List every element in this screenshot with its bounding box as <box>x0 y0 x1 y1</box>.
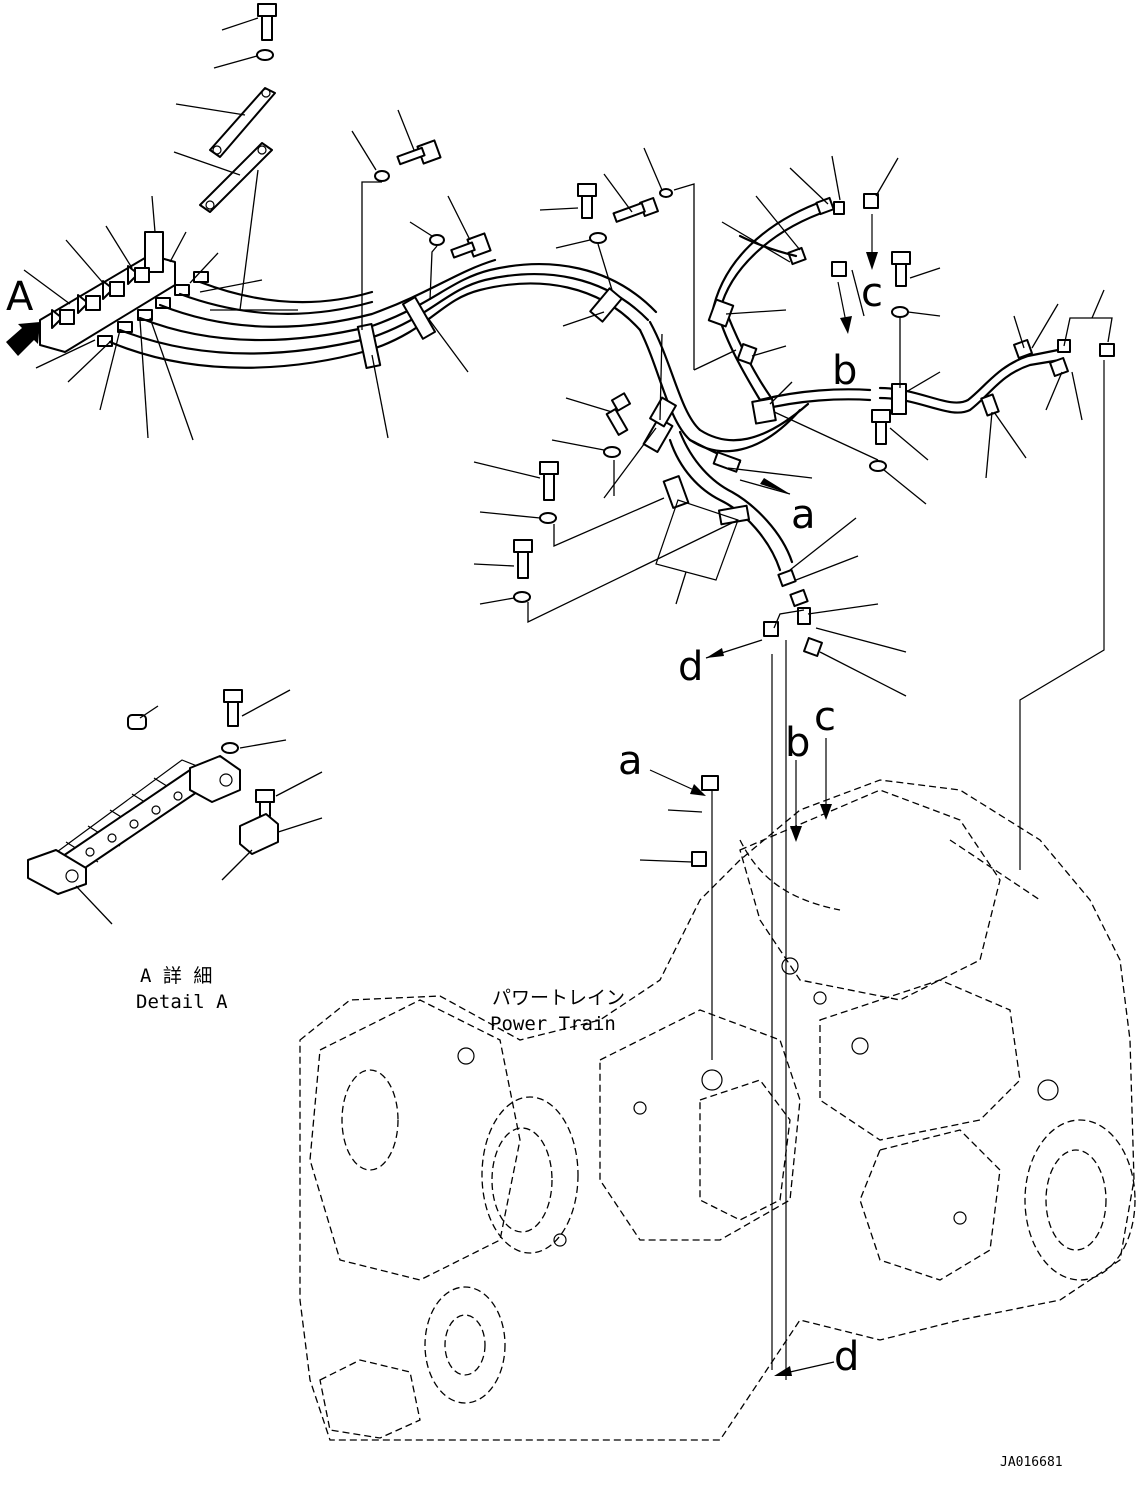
power-train-label-en: Power Train <box>490 1013 616 1035</box>
upper-hoses <box>659 155 899 425</box>
arrow-c-label-top: c <box>861 270 883 316</box>
center-bolt-group <box>351 109 695 370</box>
view-a-label: A <box>6 274 34 320</box>
arrow-a-label-top: a <box>791 492 816 538</box>
arrow-b-label-top: b <box>832 348 857 394</box>
arrow-d-label-bottom: d <box>834 1334 859 1380</box>
reference-leaders <box>649 360 1105 1380</box>
detail-a-title-en: Detail A <box>136 991 228 1013</box>
lower-branch-fittings <box>705 517 907 697</box>
power-train-assembly <box>299 779 1136 1441</box>
arrow-c-label-bottom: c <box>814 694 836 740</box>
diagram-labels: A a b c d a b c d A 詳 細 Detail A パワートレイン… <box>6 270 1063 1470</box>
center-junction-hoses <box>473 320 813 624</box>
top-bolt-group <box>173 3 277 311</box>
arrow-a-label-bottom: a <box>618 738 643 784</box>
engine-fittings <box>639 775 719 1060</box>
right-branch-hoses <box>758 251 1115 505</box>
detail-a-title-jp: A 詳 細 <box>140 965 212 987</box>
hose-bundle <box>108 258 658 439</box>
arrow-b-label-bottom: b <box>785 720 810 766</box>
arrow-d-label-mid: d <box>678 644 703 690</box>
power-train-label-jp: パワートレイン <box>492 987 625 1009</box>
detail-a-drawing <box>27 689 323 925</box>
drawing-code: JA016681 <box>1000 1455 1063 1470</box>
manifold-block <box>6 195 298 441</box>
